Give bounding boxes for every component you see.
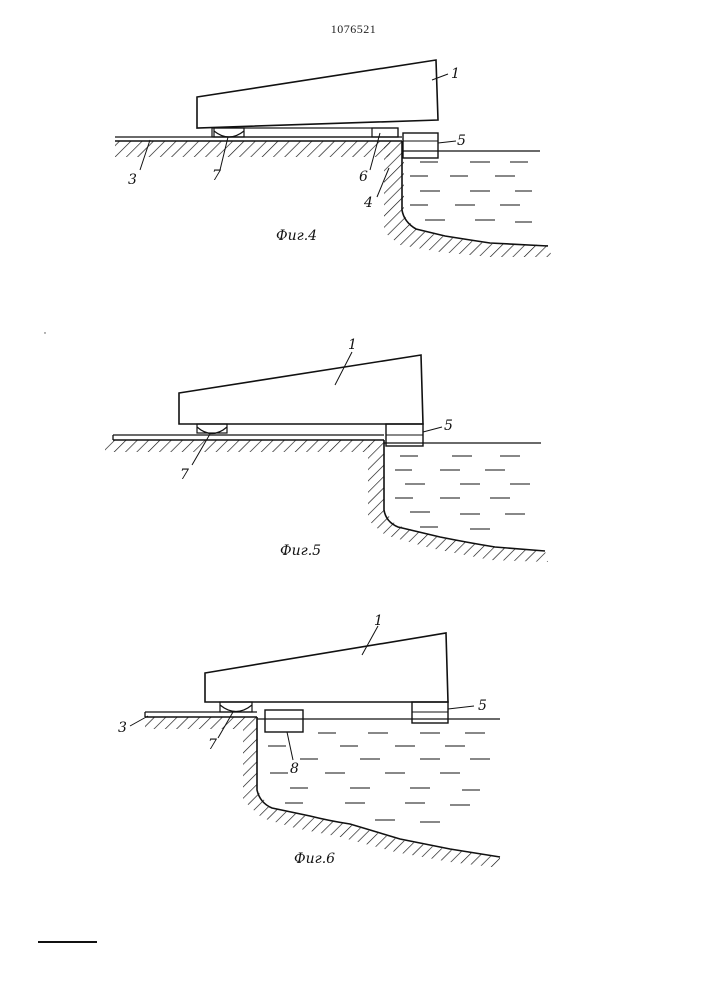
vessel-body-fig4: [197, 60, 438, 128]
label-8-fig6: 8: [290, 761, 299, 777]
float-8-fig6: [265, 710, 303, 732]
label-7-fig5: 7: [180, 467, 189, 483]
caption-fig4: Фиг.4: [276, 228, 317, 244]
vessel-body-fig6: [205, 633, 448, 702]
label-3-fig4: 3: [128, 172, 137, 188]
rail-fig4: [212, 128, 398, 137]
figure-4: 1 5 6 4 3 7 Фиг.4: [115, 60, 552, 257]
label-1-fig4: 1: [451, 66, 460, 82]
label-4-fig4: 4: [363, 195, 373, 211]
speck-dot: [44, 332, 45, 333]
bank-hatch-fig6: [243, 717, 500, 868]
vessel-body-fig5: [179, 355, 423, 424]
label-7-fig4: 7: [212, 168, 221, 184]
ground-hatch-fig5: [105, 440, 370, 452]
label-1-fig6: 1: [374, 613, 383, 629]
water-dashes-fig6: [268, 733, 490, 822]
float-5-fig6: [412, 702, 448, 723]
roller-7-fig6: [220, 702, 252, 712]
water-dashes-fig5: [395, 456, 530, 529]
label-7-fig6: 7: [208, 737, 217, 753]
float-5-fig4: [403, 133, 438, 158]
label-1-fig5: 1: [348, 337, 357, 353]
figure-5: 1 5 7 Фиг.5: [105, 337, 548, 562]
label-3-fig6: 3: [118, 720, 127, 736]
ground-hatch-fig4: [115, 141, 390, 157]
roller-7-fig4: [214, 128, 244, 137]
water-dashes-fig4: [410, 162, 532, 222]
figure-6: 1 5 3 7 8 Фиг.6: [118, 613, 500, 868]
caption-fig6: Фиг.6: [294, 851, 335, 867]
caption-fig5: Фиг.5: [280, 543, 321, 559]
roller-7-fig5: [197, 424, 227, 434]
label-5-fig5: 5: [444, 418, 453, 434]
bank-hatch-fig5: [368, 440, 548, 562]
block-6-fig4: [372, 128, 398, 137]
label-6-fig4: 6: [359, 169, 368, 185]
label-5-fig4: 5: [457, 133, 466, 149]
label-5-fig6: 5: [478, 698, 487, 714]
ground-hatch-fig6: [145, 717, 243, 729]
